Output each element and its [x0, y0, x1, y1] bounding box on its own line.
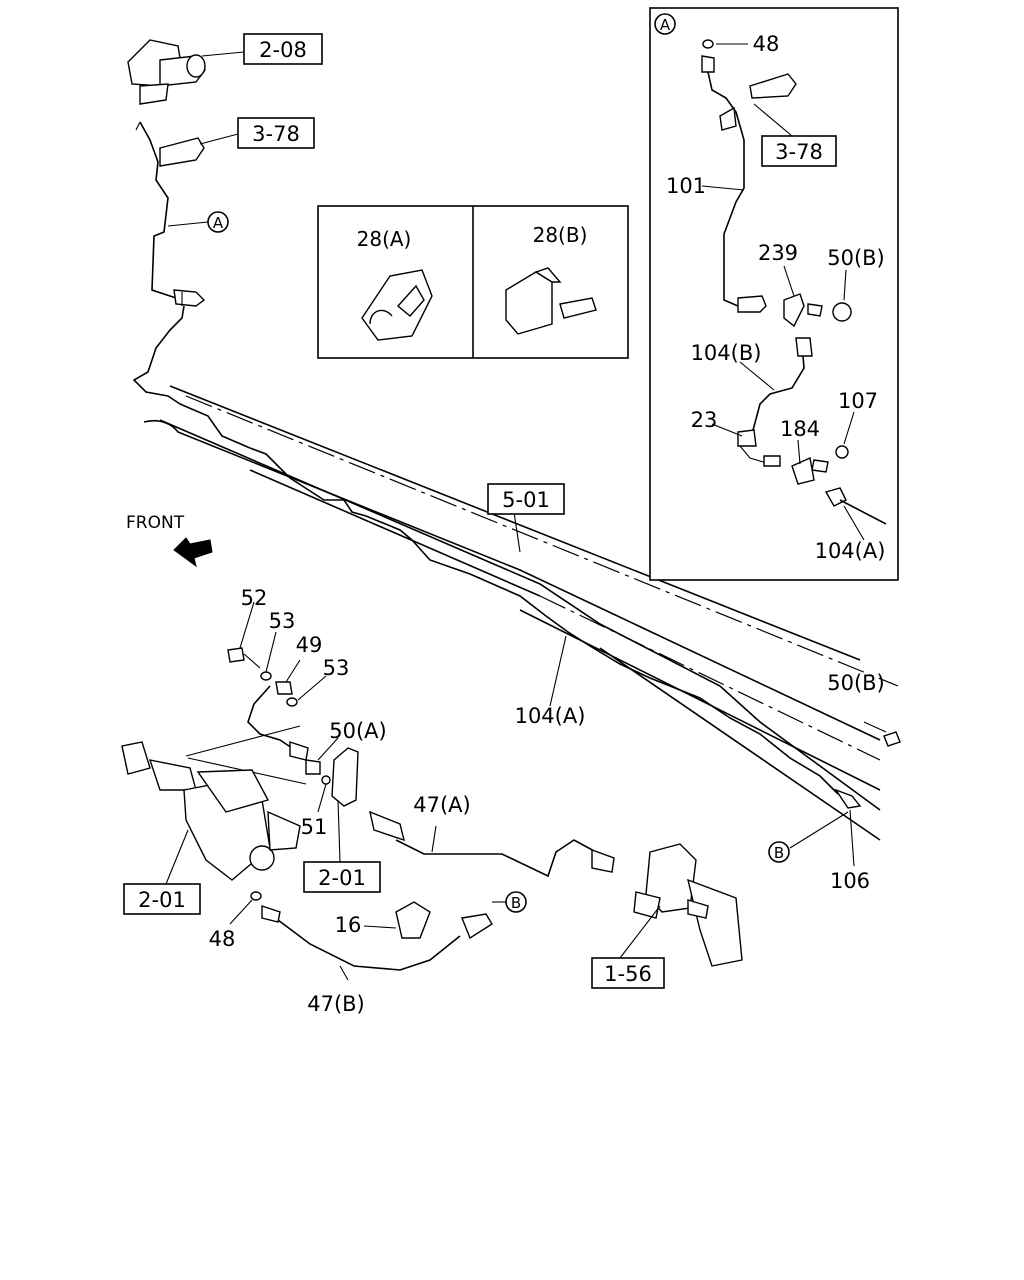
hose-47b — [277, 919, 461, 971]
part-label-106: 106 — [830, 869, 870, 893]
washer-51 — [321, 775, 331, 785]
hose-47b-fitting — [261, 905, 281, 923]
clutch-valve-1-56 — [633, 843, 743, 967]
upper-clutch-pipe — [139, 121, 177, 299]
svg-text:B: B — [511, 894, 521, 912]
callout-a-detail[interactable]: A — [654, 13, 676, 35]
detail-a-panel — [649, 7, 899, 581]
detail-label-107: 107 — [838, 389, 878, 413]
front-label: FRONT — [126, 513, 185, 533]
nut-50b — [883, 731, 901, 747]
detail-label-50b: 50(B) — [827, 246, 885, 270]
hose-47a — [395, 839, 597, 878]
part-label-48: 48 — [209, 927, 236, 951]
pipe-union-fitting — [173, 289, 206, 307]
svg-text:1-56: 1-56 — [604, 962, 652, 986]
svg-text:2-08: 2-08 — [259, 38, 307, 62]
part-label-52: 52 — [241, 586, 268, 610]
part-label-50b: 50(B) — [827, 671, 885, 695]
detail-label-23: 23 — [691, 408, 718, 432]
clutch-booster-assembly — [121, 741, 301, 881]
part-label-104a: 104(A) — [515, 704, 586, 728]
detail-label-48: 48 — [753, 32, 780, 56]
clutch-master-cylinder — [127, 39, 206, 105]
svg-text:A: A — [660, 16, 671, 34]
ref-box-3-78-main[interactable]: 3-78 — [237, 117, 315, 149]
detail-label-184: 184 — [780, 417, 820, 441]
hose-47a-fitting — [369, 810, 405, 842]
part-label-49: 49 — [296, 633, 323, 657]
detail-label-104b: 104(B) — [691, 341, 762, 365]
ref-box-3-78-detail[interactable]: 3-78 — [761, 135, 837, 167]
part-label-47b: 47(B) — [307, 992, 365, 1016]
ref-box-2-01-bracket[interactable]: 2-01 — [303, 861, 381, 893]
clip-16 — [395, 901, 431, 939]
svg-text:2-01: 2-01 — [138, 888, 186, 912]
bracket-2-01 — [331, 747, 359, 807]
pipe-to-frame — [132, 305, 185, 405]
washer-53-mid — [286, 697, 298, 707]
detail-a-parts — [701, 39, 887, 525]
detail-label-104a: 104(A) — [815, 539, 886, 563]
part-label-51: 51 — [301, 815, 328, 839]
callout-b-hose[interactable]: B — [505, 891, 527, 913]
union-bolt-49 — [275, 681, 293, 695]
main-brake-pipe-104a — [179, 403, 839, 795]
callout-a-main[interactable]: A — [207, 211, 229, 233]
master-cylinder-bracket — [159, 137, 205, 167]
part-label-47a: 47(A) — [413, 793, 470, 817]
svg-text:B: B — [774, 844, 784, 862]
clip-28a-label: 28(A) — [357, 227, 412, 251]
part-label-16: 16 — [335, 913, 362, 937]
part-label-53-top: 53 — [269, 609, 296, 633]
ref-box-1-56[interactable]: 1-56 — [591, 957, 665, 989]
part-label-50a: 50(A) — [329, 719, 386, 743]
svg-text:2-01: 2-01 — [318, 866, 366, 890]
front-arrow-icon — [173, 537, 213, 568]
svg-text:5-01: 5-01 — [502, 488, 550, 512]
clip-28a — [361, 269, 433, 341]
svg-text:3-78: 3-78 — [775, 140, 823, 164]
nut-50a — [305, 759, 321, 775]
ref-box-5-01[interactable]: 5-01 — [487, 483, 565, 515]
callout-b-rear[interactable]: B — [768, 841, 790, 863]
part-label-53-mid: 53 — [323, 656, 350, 680]
clip-inset-panel — [317, 205, 629, 359]
short-pipe — [247, 685, 293, 749]
detail-label-239: 239 — [758, 241, 798, 265]
clip-28b — [505, 267, 597, 335]
svg-text:3-78: 3-78 — [252, 122, 300, 146]
ref-box-2-01-booster[interactable]: 2-01 — [123, 883, 201, 915]
leader-lines — [165, 51, 887, 981]
svg-text:A: A — [213, 214, 224, 232]
detail-label-101: 101 — [666, 174, 706, 198]
clip-28b-label: 28(B) — [533, 223, 588, 247]
ref-box-2-08[interactable]: 2-08 — [243, 33, 323, 65]
bolt-52 — [227, 647, 261, 669]
rear-union-fitting — [834, 788, 862, 809]
washer-48 — [250, 891, 262, 901]
washer-53-top — [260, 671, 272, 681]
